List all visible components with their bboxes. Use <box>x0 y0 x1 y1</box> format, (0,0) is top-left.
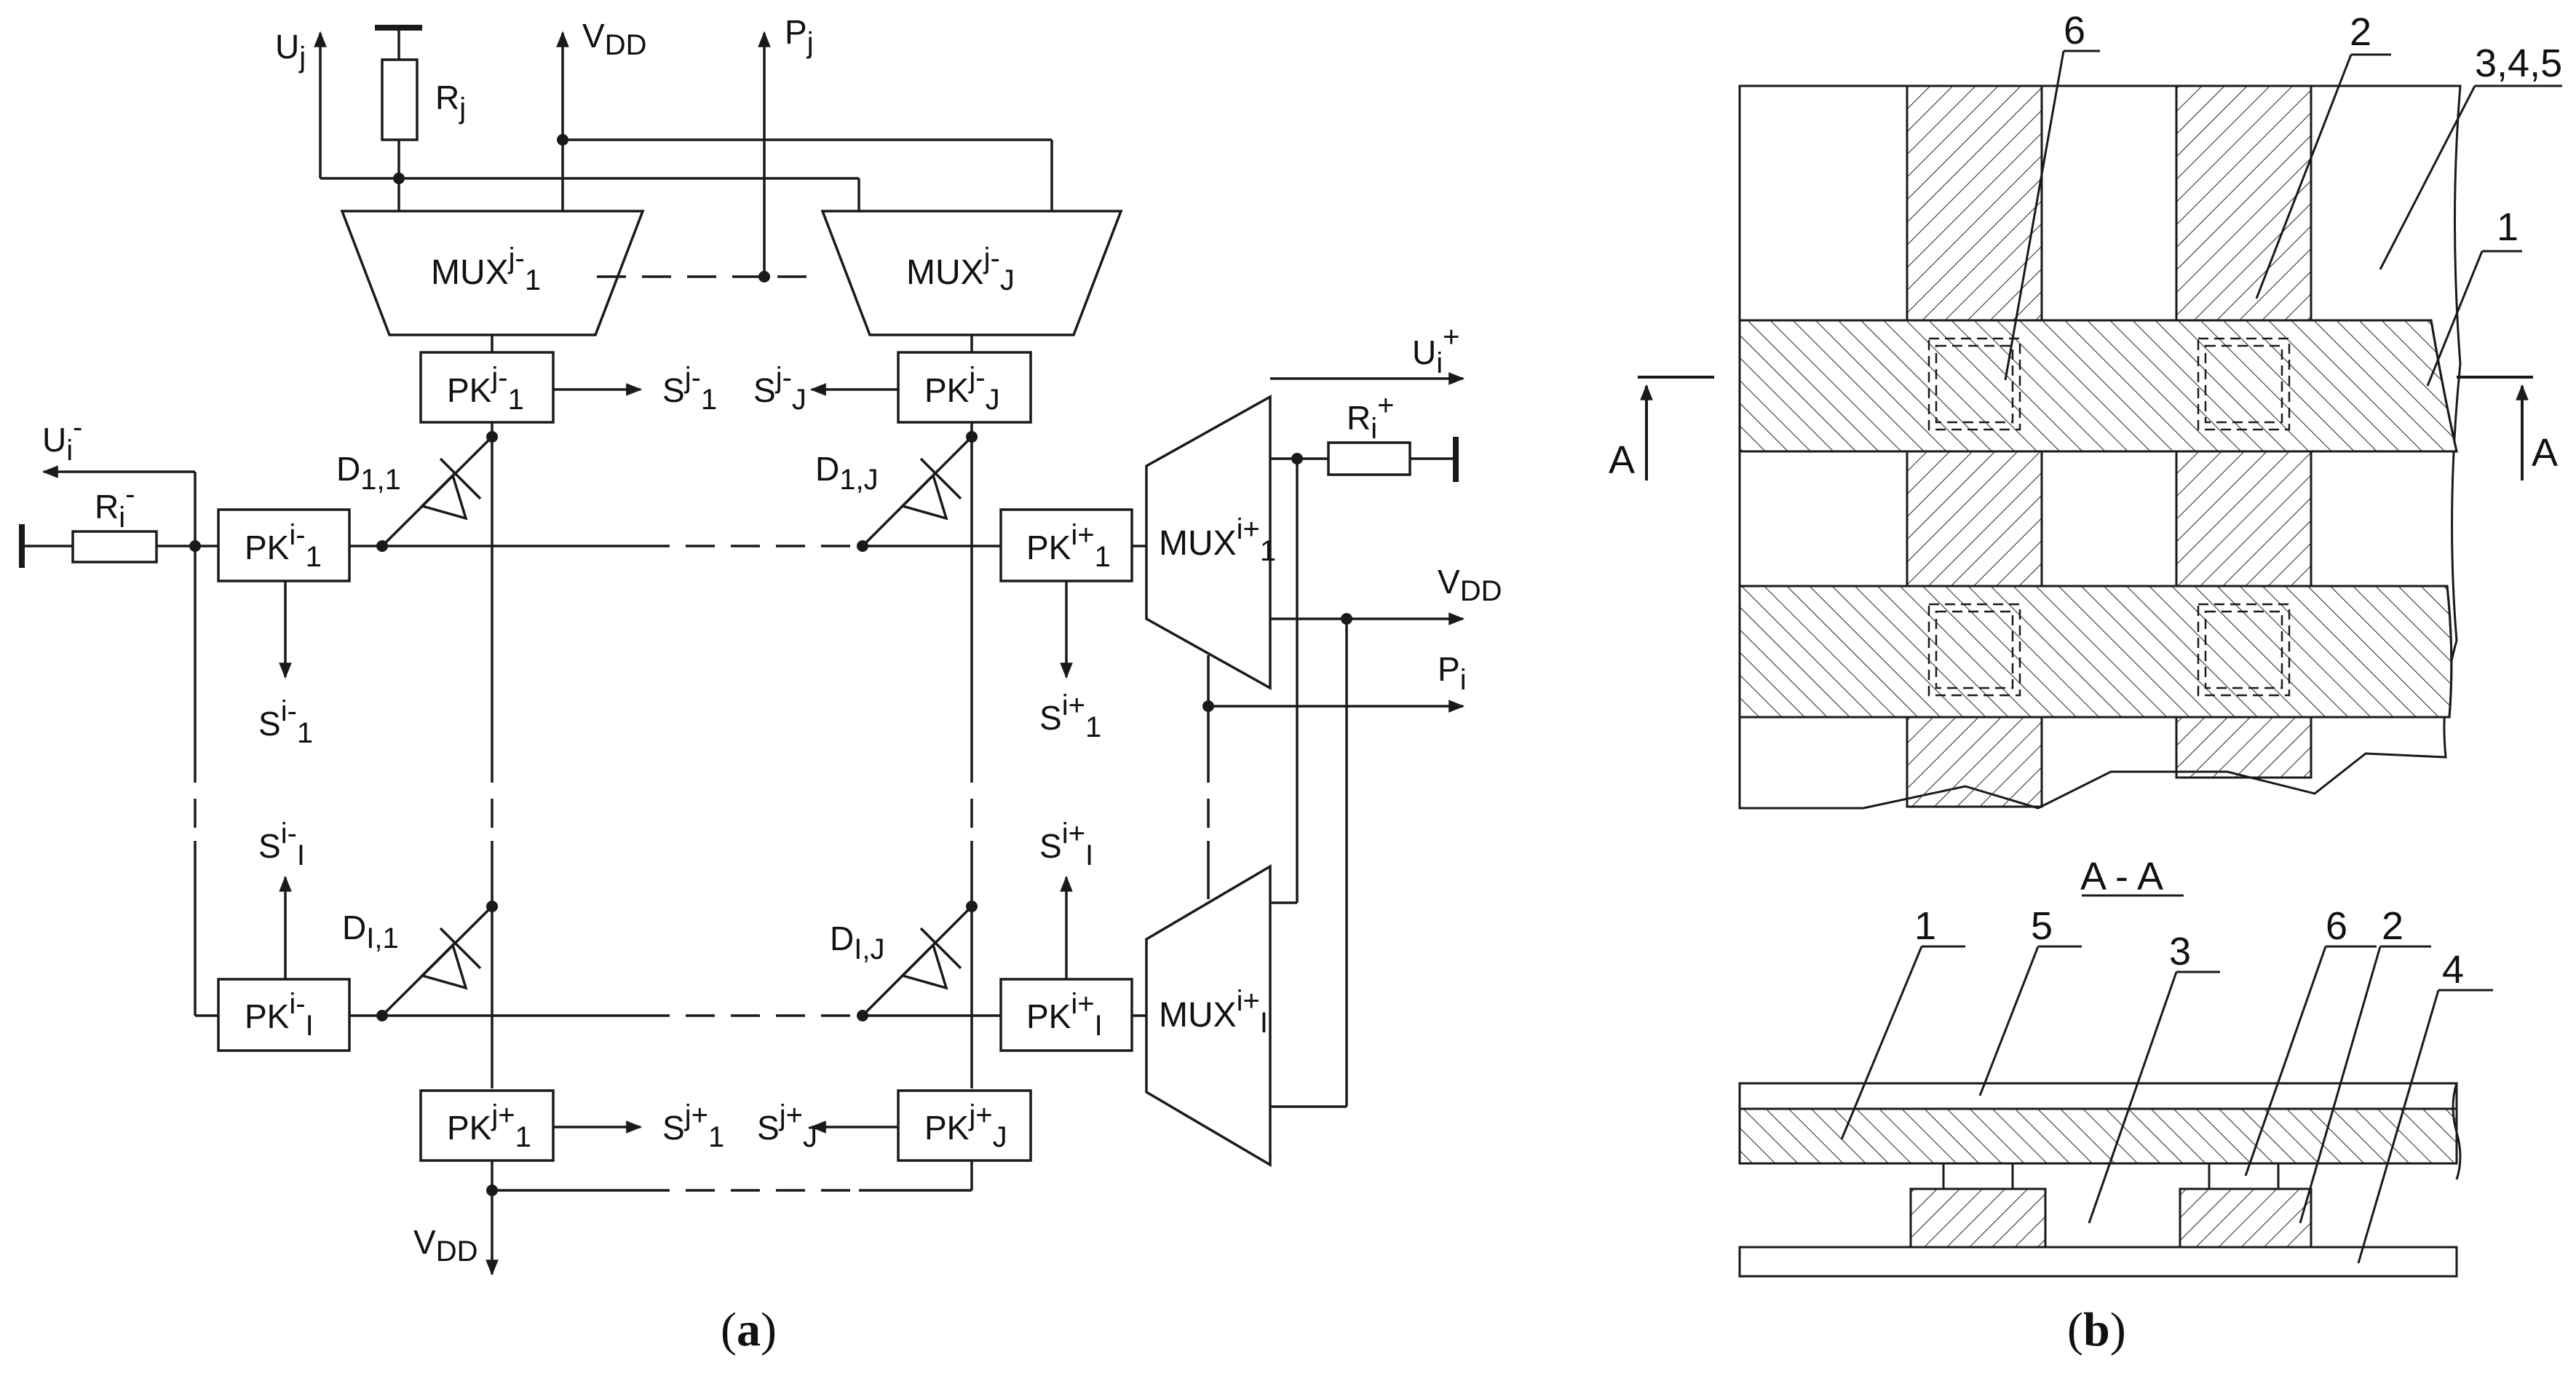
label-s-j-J: Sj-J <box>753 362 807 416</box>
label-b-2: 2 <box>2350 10 2371 54</box>
panel-a-labels: Uj Rj VDD Pj MUXj-1 MUXj-J PKj-1 PKj-J S… <box>42 13 1502 1356</box>
label-mux-i+-I: MUXi+I <box>1159 985 1268 1039</box>
leader-6 <box>2004 50 2065 381</box>
contact-2-1 <box>1927 603 2021 697</box>
leader-sec-1 <box>1840 946 1923 1140</box>
label-ri-minus: Ri- <box>95 478 135 534</box>
label-pk-j+-1: PKj+1 <box>447 1099 531 1153</box>
label-sec-5: 5 <box>2031 904 2053 948</box>
contact-1-2 <box>2197 337 2291 431</box>
label-sec-1: 1 <box>1914 904 1936 948</box>
layer-1 <box>1738 1107 2458 1165</box>
label-s-j+-J: Sj+J <box>757 1099 817 1153</box>
label-d11: D1,1 <box>336 450 401 496</box>
label-b-1: 1 <box>2497 205 2518 249</box>
label-vdd-top: VDD <box>582 17 646 61</box>
diode-dIJ <box>861 905 973 1017</box>
label-b-section-title: A - A <box>2080 855 2163 898</box>
panel-b-plan-view <box>1638 50 2562 810</box>
label-ui-plus: Ui+ <box>1412 321 1459 379</box>
caption-a: (a) <box>721 1303 777 1356</box>
label-mux-i+-1: MUXi+1 <box>1159 513 1276 567</box>
label-b-a-left: A <box>1609 438 1635 482</box>
label-pi: Pi <box>1438 650 1467 696</box>
label-s-i-I: Si-I <box>258 818 305 871</box>
label-s-i+-1: Si+1 <box>1039 689 1101 743</box>
label-pk-i+-I: PKi+I <box>1026 988 1103 1042</box>
contact-1-1 <box>1927 337 2021 431</box>
junction-dots <box>189 134 1352 1196</box>
row-electrode-2 <box>1738 585 2453 719</box>
electrode-2-right <box>2179 1187 2313 1249</box>
mux-i+-1 <box>1145 395 1272 690</box>
caption-b: (b) <box>2067 1303 2126 1356</box>
label-vdd-bottom: VDD <box>413 1223 477 1268</box>
diode-d1J <box>861 435 973 547</box>
label-pj: Pj <box>785 13 814 59</box>
label-s-j+-1: Sj+1 <box>662 1099 724 1153</box>
mux-j-1 <box>340 210 645 336</box>
label-rj: Rj <box>435 79 466 124</box>
resistor-ri-plus <box>1327 441 1411 476</box>
panel-a-circuit <box>19 25 1465 1276</box>
leader-1 <box>2426 250 2484 387</box>
label-sec-2: 2 <box>2382 904 2403 948</box>
break-mark <box>2452 1083 2462 1180</box>
label-dIJ: DI,J <box>830 920 884 965</box>
pk-j-1 <box>419 351 555 424</box>
leader-345 <box>2379 85 2476 270</box>
pk-j+-1 <box>419 1089 555 1162</box>
pk-j-J <box>897 351 1032 424</box>
layer-4 <box>1738 1246 2458 1278</box>
label-s-j-1: Sj-1 <box>662 362 717 416</box>
leader-sec-3 <box>2088 971 2178 1224</box>
label-ui-minus: Ui- <box>42 411 82 467</box>
label-pk-i+-1: PKi+1 <box>1026 519 1111 573</box>
contact-6-right <box>2208 1162 2280 1190</box>
label-sec-4: 4 <box>2442 948 2464 992</box>
resistor-rj <box>381 58 419 141</box>
label-pk-i-I: PKi-I <box>245 988 314 1042</box>
label-b-6: 6 <box>2064 9 2085 52</box>
contact-6-left <box>1942 1162 2014 1190</box>
layer-5 <box>1738 1082 2458 1110</box>
label-pk-j+-J: PKj+J <box>924 1099 1007 1153</box>
panel-b-labels: 6 2 3,4,5 1 A A A - A 1 5 3 6 2 4 (b) <box>1609 9 2562 1356</box>
label-sec-6: 6 <box>2326 904 2347 948</box>
leader-sec-5 <box>1978 946 2040 1096</box>
label-mux-j-1: MUXj-1 <box>431 242 541 296</box>
label-vdd-right: VDD <box>1438 563 1502 607</box>
label-pk-j-J: PKj-J <box>924 362 1000 416</box>
label-sec-3: 3 <box>2169 930 2191 973</box>
leader-sec-4 <box>2357 989 2440 1264</box>
label-dI1: DI,1 <box>342 909 399 954</box>
label-s-i-1: Si-1 <box>258 695 313 749</box>
mux-j-J <box>820 210 1123 336</box>
diode-d11 <box>381 435 494 547</box>
label-s-i+-I: Si+I <box>1039 818 1093 871</box>
leader-sec-6 <box>2244 946 2327 1177</box>
panel-b-section-view <box>1738 894 2493 1278</box>
row-electrode-1 <box>1738 319 2458 453</box>
leader-2 <box>2255 54 2353 299</box>
label-b-a-right: A <box>2532 431 2558 475</box>
pk-j+-J <box>897 1089 1032 1162</box>
label-b-345: 3,4,5 <box>2475 41 2562 85</box>
electrode-2-left <box>1909 1187 2047 1249</box>
label-pk-i-1: PKi-1 <box>245 519 322 573</box>
label-uj: Uj <box>275 28 306 74</box>
label-ri-plus: Ri+ <box>1347 390 1394 445</box>
label-d1J: D1,J <box>815 450 879 496</box>
diode-dI1 <box>381 905 494 1017</box>
label-mux-j-J: MUXj-J <box>906 242 1015 296</box>
mux-i+-I <box>1145 863 1272 1168</box>
label-pk-j-1: PKj-1 <box>447 362 524 416</box>
contact-2-2 <box>2197 603 2291 697</box>
resistor-ri-minus <box>71 530 158 564</box>
leader-sec-2 <box>2299 946 2382 1224</box>
